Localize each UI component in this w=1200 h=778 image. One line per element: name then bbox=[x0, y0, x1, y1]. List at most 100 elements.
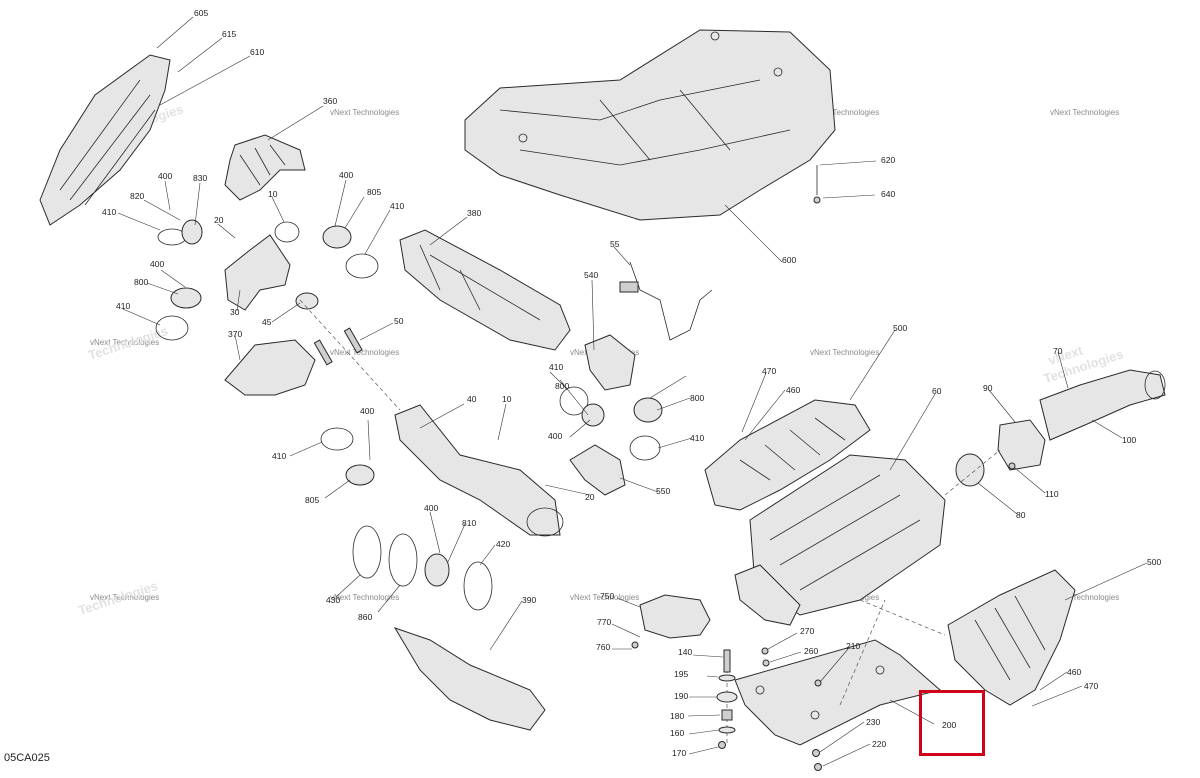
skid-plate-600-ribs bbox=[499, 79, 791, 166]
clamp-410 bbox=[320, 427, 354, 451]
callout-label: 260 bbox=[804, 646, 818, 656]
flange-90 bbox=[997, 419, 1046, 471]
shield-360-ribs bbox=[239, 144, 286, 186]
callout-label: 90 bbox=[983, 383, 993, 393]
heat-shield-610-ribs bbox=[59, 79, 156, 206]
callout-label: 370 bbox=[228, 329, 242, 339]
watermark: vNext Technologies bbox=[1050, 593, 1119, 602]
callout-label: 80 bbox=[1016, 510, 1026, 520]
clamp-410 bbox=[629, 435, 661, 461]
callout-label: 640 bbox=[881, 189, 895, 199]
callout-label: 400 bbox=[339, 170, 353, 180]
callout-label: 410 bbox=[390, 201, 404, 211]
clamp-800 bbox=[170, 287, 202, 309]
callout-label: 160 bbox=[670, 728, 684, 738]
stud-50 bbox=[343, 327, 363, 354]
skid-plate-bolt bbox=[773, 67, 783, 77]
callout-label: 620 bbox=[881, 155, 895, 165]
callout-label: 140 bbox=[678, 647, 692, 657]
callout-label: 180 bbox=[670, 711, 684, 721]
callout-label: 400 bbox=[150, 259, 164, 269]
callout-label: 410 bbox=[690, 433, 704, 443]
shield-500-upper bbox=[704, 399, 871, 511]
bolt-210 bbox=[814, 679, 822, 687]
bolt-760 bbox=[631, 641, 639, 649]
assembly-line bbox=[299, 299, 401, 411]
callout-label: 805 bbox=[367, 187, 381, 197]
callout-label: 30 bbox=[230, 307, 240, 317]
clamp-410 bbox=[559, 386, 589, 416]
callout-label: 45 bbox=[262, 317, 272, 327]
callout-label: 100 bbox=[1122, 435, 1136, 445]
pipe-380 bbox=[399, 229, 571, 351]
callout-label: 860 bbox=[358, 612, 372, 622]
callout-label: 190 bbox=[674, 691, 688, 701]
callout-label: 830 bbox=[193, 173, 207, 183]
callout-label: 210 bbox=[846, 641, 860, 651]
manifold-30 bbox=[224, 234, 291, 311]
callout-label: 820 bbox=[130, 191, 144, 201]
callout-label: 610 bbox=[250, 47, 264, 57]
pipe-380-ribs bbox=[419, 244, 541, 321]
callout-label: 540 bbox=[584, 270, 598, 280]
callout-label: 430 bbox=[326, 595, 340, 605]
callout-label: 770 bbox=[597, 617, 611, 627]
spacer-180 bbox=[721, 709, 733, 721]
callout-label: 810 bbox=[462, 518, 476, 528]
clamp-810 bbox=[424, 553, 450, 587]
grommet-190 bbox=[716, 691, 738, 703]
bracket-200 bbox=[734, 639, 942, 746]
shield-500-lower bbox=[947, 569, 1076, 706]
watermark: vNext Technologies bbox=[90, 338, 159, 347]
callout-label: 460 bbox=[786, 385, 800, 395]
callout-label: 20 bbox=[214, 215, 224, 225]
pipe-40 bbox=[394, 404, 561, 536]
bracket-hole bbox=[755, 685, 765, 695]
bolt-140 bbox=[723, 649, 731, 673]
watermark: vNext Technologies bbox=[810, 348, 879, 357]
callout-label: 220 bbox=[872, 739, 886, 749]
callout-label: 170 bbox=[672, 748, 686, 758]
nut-110 bbox=[1008, 462, 1016, 470]
callout-label: 550 bbox=[656, 486, 670, 496]
shield-370 bbox=[224, 339, 316, 396]
watermark: vNext Technologies bbox=[330, 348, 399, 357]
clamp-860 bbox=[388, 533, 418, 587]
sensor-55-body bbox=[619, 281, 639, 293]
callout-label: 360 bbox=[323, 96, 337, 106]
pipe-40-outlet bbox=[526, 507, 564, 537]
leader-lines bbox=[117, 16, 1148, 767]
highlight-box bbox=[919, 690, 985, 756]
sensor-55 bbox=[629, 261, 713, 341]
washer-260 bbox=[762, 659, 770, 667]
shield-500-ribs bbox=[739, 417, 846, 481]
shield-540 bbox=[584, 334, 636, 391]
gasket-45 bbox=[295, 292, 319, 310]
callout-label: 410 bbox=[549, 362, 563, 372]
callout-label: 40 bbox=[467, 394, 477, 404]
nut-640 bbox=[813, 196, 821, 204]
callout-label: 500 bbox=[1147, 557, 1161, 567]
callout-label: 110 bbox=[1045, 489, 1059, 499]
clamp-420 bbox=[463, 561, 493, 611]
tailpipe-70 bbox=[1039, 369, 1166, 441]
assembly-line bbox=[944, 449, 1001, 496]
watermark: vNext Technologies bbox=[90, 593, 159, 602]
bracket-hole bbox=[810, 710, 820, 720]
watermark: vNext Technologies bbox=[570, 593, 639, 602]
callout-label: 805 bbox=[305, 495, 319, 505]
callout-label: 70 bbox=[1053, 346, 1063, 356]
callout-label: 800 bbox=[134, 277, 148, 287]
clamp-410 bbox=[155, 315, 189, 341]
callout-label: 760 bbox=[596, 642, 610, 652]
tailpipe-70-outlet bbox=[1144, 370, 1166, 400]
gasket-80 bbox=[955, 453, 985, 487]
watermark: vNext Technologies bbox=[1050, 108, 1119, 117]
clamp-830 bbox=[181, 219, 203, 245]
callout-label: 400 bbox=[158, 171, 172, 181]
muffler-inlet bbox=[734, 564, 801, 626]
callout-label: 410 bbox=[102, 207, 116, 217]
callout-label: 500 bbox=[893, 323, 907, 333]
callout-label: 200 bbox=[942, 720, 956, 730]
